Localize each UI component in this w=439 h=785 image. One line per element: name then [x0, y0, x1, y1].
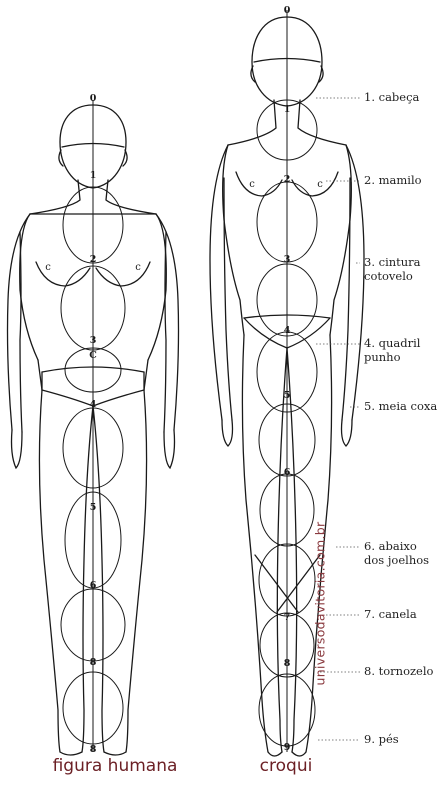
- caption-figura-humana: figura humana: [30, 756, 200, 776]
- caption-croqui: croqui: [236, 756, 336, 776]
- right-number-marker: 1: [284, 104, 291, 115]
- proportion-label: dos joelhos: [364, 553, 429, 567]
- left-number-marker: C: [89, 350, 97, 361]
- right-number-marker: 3: [284, 254, 291, 265]
- proportion-label: 3. cintura: [364, 255, 421, 269]
- right-nipple-mark-2: c: [317, 179, 323, 190]
- proportion-label: 9. pés: [364, 732, 399, 746]
- left-number-marker: 1: [90, 170, 97, 181]
- left-number-marker: 8: [90, 657, 97, 668]
- left-nipple-mark-1: c: [45, 262, 51, 273]
- nipple-marks: c c c c: [45, 179, 323, 273]
- watermark-url: universodavitoria.com.br: [312, 522, 327, 686]
- left-number-marker: 4: [90, 399, 97, 410]
- left-number-marker: 3: [90, 335, 97, 346]
- right-number-marker: 6: [284, 467, 291, 478]
- proportion-label: 1. cabeça: [364, 90, 420, 104]
- left-number-marker: 5: [90, 502, 97, 513]
- proportion-label: punho: [364, 350, 401, 364]
- proportion-label: 4. quadril: [364, 336, 421, 350]
- proportion-label: cotovelo: [364, 269, 413, 283]
- right-number-marker: 8: [284, 658, 291, 669]
- right-number-marker: 9: [284, 742, 291, 753]
- right-number-marker: 4: [284, 325, 291, 336]
- proportion-label: 5. meia coxa: [364, 399, 437, 413]
- proportion-label: 2. mamilo: [364, 173, 422, 187]
- proportion-labels: 1. cabeça 2. mamilo 3. cinturacotovelo 4. q…: [364, 90, 437, 746]
- right-number-marker: 5: [284, 390, 291, 401]
- left-number-marker: 8: [90, 744, 97, 755]
- right-number-marker: 2: [284, 174, 291, 185]
- right-nipple-mark-1: c: [249, 179, 255, 190]
- proportion-label: 7. canela: [364, 607, 417, 621]
- proportion-label: 6. abaixo: [364, 539, 417, 553]
- right-number-marker: 7: [284, 612, 291, 623]
- left-number-marker: 2: [90, 254, 97, 265]
- right-number-marker: 0: [284, 5, 291, 16]
- left-proportion-guides: [61, 100, 125, 752]
- left-nipple-mark-2: c: [135, 262, 141, 273]
- proportion-label: 8. tornozelo: [364, 664, 434, 678]
- left-number-marker: 0: [90, 93, 97, 104]
- right-proportion-guides: [257, 10, 317, 752]
- left-number-marker: 6: [90, 580, 97, 591]
